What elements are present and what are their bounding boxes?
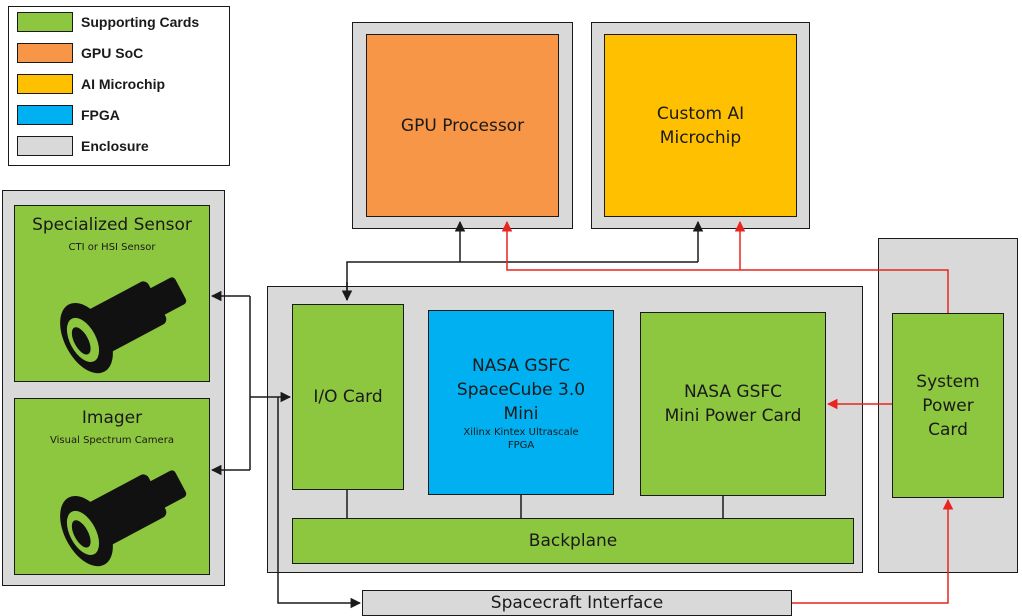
spacecube-line2: SpaceCube 3.0 [456, 379, 586, 400]
camera-icon [60, 470, 187, 567]
legend-item-fpga: FPGA [17, 104, 120, 126]
io-card-label: I/O Card [313, 387, 383, 407]
spacecube-line3: Mini [503, 403, 539, 424]
power-wire-spacecraft [792, 498, 954, 604]
specialized-sensor-card: Specialized Sensor CTI or HSI Sensor [14, 205, 210, 382]
legend-label: FPGA [81, 107, 120, 123]
ai-microchip-label-line2: Microchip [659, 127, 742, 148]
ai-microchip-label-line1: Custom AI [656, 103, 745, 124]
imager-subtitle: Visual Spectrum Camera [50, 435, 174, 446]
power-wire-processors [501, 220, 949, 313]
legend: Supporting Cards GPU SoC AI Microchip FP… [8, 6, 230, 166]
spacecube-sub2: FPGA [507, 439, 535, 451]
specialized-sensor-title: Specialized Sensor [32, 215, 192, 235]
legend-label: Enclosure [81, 138, 149, 154]
system-power-line1: System [916, 371, 980, 392]
wire-io-to-processors [346, 261, 698, 300]
mini-power-card: NASA GSFC Mini Power Card [640, 312, 826, 496]
specialized-sensor-subtitle: CTI or HSI Sensor [68, 242, 156, 253]
camera-icon [60, 277, 187, 374]
legend-item-gpu-soc: GPU SoC [17, 42, 143, 64]
spacecraft-interface-label: Spacecraft Interface [490, 593, 664, 613]
system-power-card: System Power Card [892, 313, 1004, 498]
legend-label: AI Microchip [81, 76, 166, 92]
imager-card: Imager Visual Spectrum Camera [14, 398, 210, 575]
legend-item-ai-microchip: AI Microchip [17, 73, 165, 95]
spacecube-sub1: Xilinx Kintex Ultrascale [463, 426, 579, 438]
ai-microchip: Custom AI Microchip [604, 34, 797, 217]
wire-io-to-spacecraft [277, 397, 362, 609]
legend-item-enclosure: Enclosure [17, 135, 149, 157]
legend-item-supporting-cards: Supporting Cards [17, 11, 199, 33]
mini-power-card-line1: NASA GSFC [683, 382, 783, 402]
imager-title: Imager [81, 408, 143, 428]
backplane-label: Backplane [528, 531, 618, 551]
legend-label: Supporting Cards [81, 14, 200, 30]
legend-swatch-yellow [17, 74, 73, 94]
spacecube-line1: NASA GSFC [471, 355, 571, 376]
legend-swatch-orange [17, 43, 73, 63]
mini-power-card-line2: Mini Power Card [664, 406, 802, 426]
legend-swatch-green [17, 12, 73, 32]
spacecube-fpga: NASA GSFC SpaceCube 3.0 Mini Xilinx Kint… [428, 310, 614, 495]
io-card: I/O Card [292, 304, 404, 490]
backplane: Backplane [292, 518, 854, 564]
legend-label: GPU SoC [81, 45, 144, 61]
gpu-processor: GPU Processor [366, 34, 559, 217]
legend-swatch-blue [17, 105, 73, 125]
legend-swatch-gray [17, 136, 73, 156]
gpu-processor-label: GPU Processor [400, 115, 525, 136]
system-power-line2: Power [922, 395, 974, 416]
system-power-line3: Card [928, 419, 968, 440]
